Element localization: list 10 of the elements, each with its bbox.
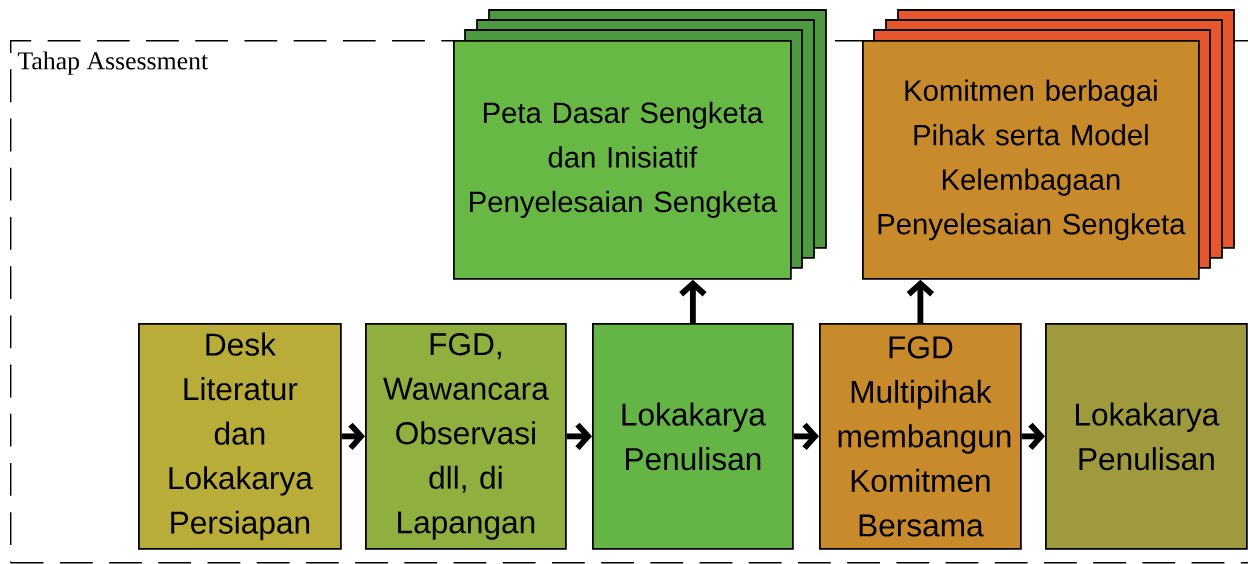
process-box: FGD Multipihak membangun Komitmen Bersama (819, 323, 1022, 550)
frame-title: Tahap Assessment (17, 51, 208, 75)
process-box: Lokakarya Penulisan (1045, 323, 1248, 550)
output-card-stack: Peta Dasar Sengketa dan Inisiatif Penyelesaian Sengketa (453, 9, 827, 280)
process-box: FGD, Wawancara Observasi dll, di Lapangan (365, 323, 567, 550)
arrow (906, 279, 935, 323)
process-box: Desk Literatur dan Lokakarya Persiapan (138, 323, 342, 550)
arrow (679, 279, 707, 323)
output-card-stack: Komitmen berbagai Pihak serta Model Kelembagaan Penyelesaian Sengketa (862, 9, 1235, 280)
process-box: Lokakarya Penulisan (592, 323, 794, 550)
